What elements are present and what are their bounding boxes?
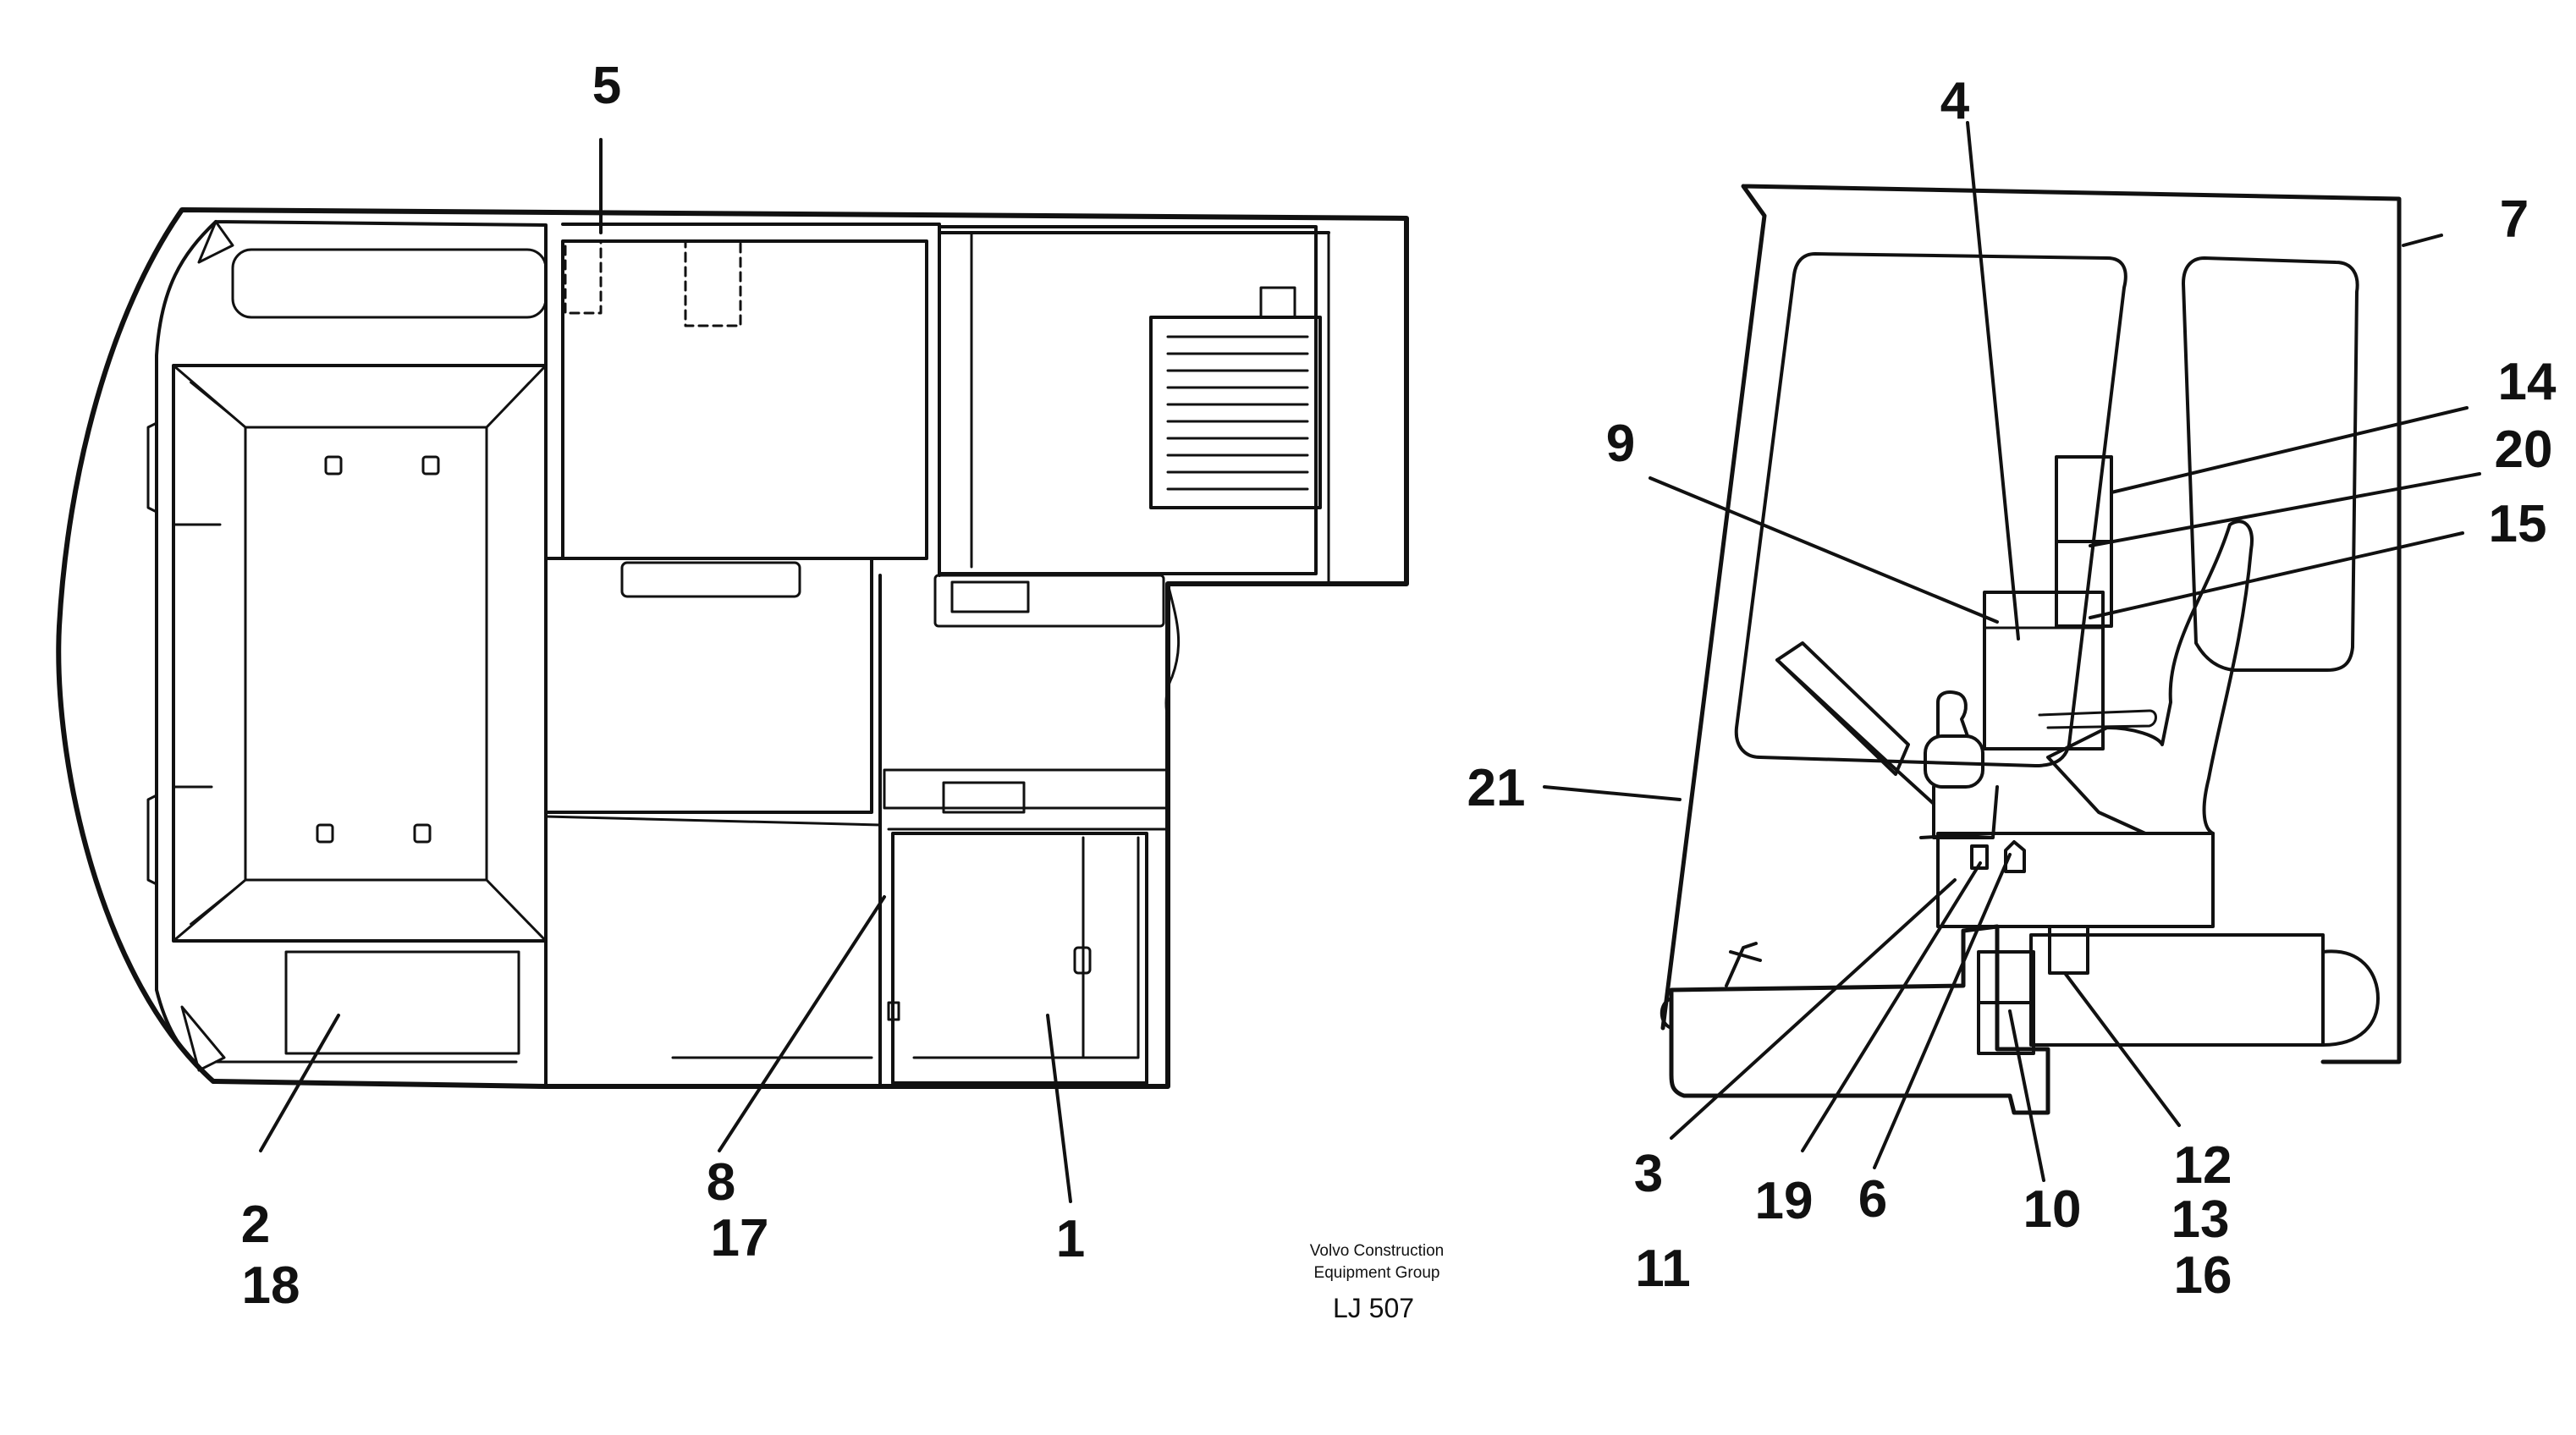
- top-view-drawing: [56, 207, 1409, 1089]
- callout-15: 15: [2489, 495, 2547, 553]
- callout-12: 12: [2174, 1136, 2232, 1195]
- callout-1: 1: [1056, 1210, 1085, 1268]
- leader-lines: [259, 121, 2481, 1203]
- callout-labels: 1 2 18 5 8 17 4 7 14 20 15 9 21 3 11 19 …: [241, 57, 2557, 1315]
- callout-16: 16: [2174, 1246, 2232, 1305]
- callout-3: 3: [1634, 1145, 1663, 1203]
- callout-14: 14: [2498, 353, 2557, 411]
- callout-17: 17: [711, 1209, 769, 1267]
- callout-4: 4: [1940, 72, 1970, 130]
- callout-2: 2: [241, 1196, 270, 1254]
- callout-7: 7: [2500, 190, 2529, 249]
- callout-19: 19: [1755, 1172, 1814, 1230]
- callout-9: 9: [1606, 415, 1635, 473]
- callout-8: 8: [707, 1153, 735, 1212]
- side-view-drawing: [1660, 184, 2402, 1115]
- credit-line-1: Volvo Construction: [1310, 1242, 1444, 1260]
- callout-18: 18: [242, 1256, 300, 1315]
- drawing-credit: Volvo Construction Equipment Group LJ 50…: [1310, 1242, 1444, 1323]
- callout-13: 13: [2171, 1190, 2230, 1249]
- callout-20: 20: [2495, 421, 2553, 479]
- callout-11: 11: [1635, 1240, 1691, 1298]
- callout-21: 21: [1467, 759, 1526, 817]
- callout-6: 6: [1858, 1170, 1887, 1229]
- callout-10: 10: [2023, 1180, 2082, 1239]
- callout-5: 5: [592, 57, 621, 115]
- credit-line-2: Equipment Group: [1314, 1264, 1440, 1282]
- drawing-code: LJ 507: [1333, 1293, 1414, 1323]
